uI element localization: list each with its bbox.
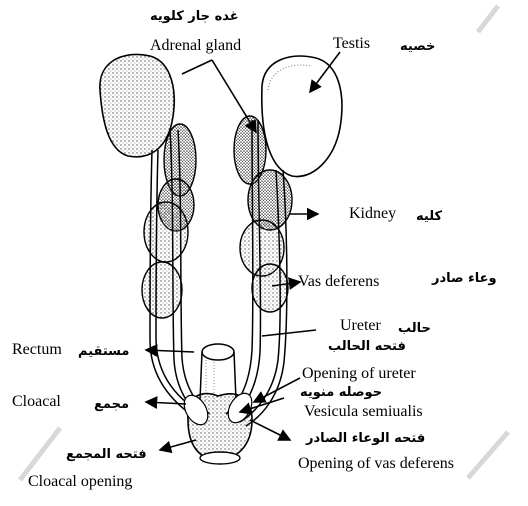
testis-label-ar: خصيه [400,40,435,53]
cloacal-label-ar: مجمع [94,398,129,411]
vesicula-label-ar: حوصله منويه [300,386,382,399]
right-testis [262,56,342,176]
kidney-label-ar: كليه [416,210,442,223]
vas-deferens-label-ar: وعاء صادر [432,272,497,285]
cloacal-opening-label-en: Cloacal opening [28,474,132,490]
left-testis [100,54,174,156]
ureter-opening-label-ar: فتحه الحالب [328,340,406,353]
cloacal-label-en: Cloacal [12,394,61,410]
ureter-opening-label-en: Opening of ureter [302,366,416,382]
adrenal-gland-label-en: Adrenal gland [150,38,241,54]
vesicula-label-en: Vesicula semiualis [304,404,423,420]
vas-opening-label-ar: فتحه الوعاء الصادر [306,432,425,445]
kidney-label-en: Kidney [349,206,396,222]
vas-deferens-label-en: Vas deferens [298,274,379,290]
vas-opening-label-en: Opening of vas deferens [298,456,454,472]
cloacal-opening-label-ar: فتحه المجمع [66,448,147,461]
adrenal-gland-label-ar: غده جار كلويه [150,10,239,23]
rectum-label-ar: مستقيم [78,345,129,358]
ureter-label-ar: حالب [398,322,431,335]
testis-label-en: Testis [333,36,370,52]
ureter-label-en: Ureter [340,318,381,334]
rectum-label-en: Rectum [12,342,62,358]
